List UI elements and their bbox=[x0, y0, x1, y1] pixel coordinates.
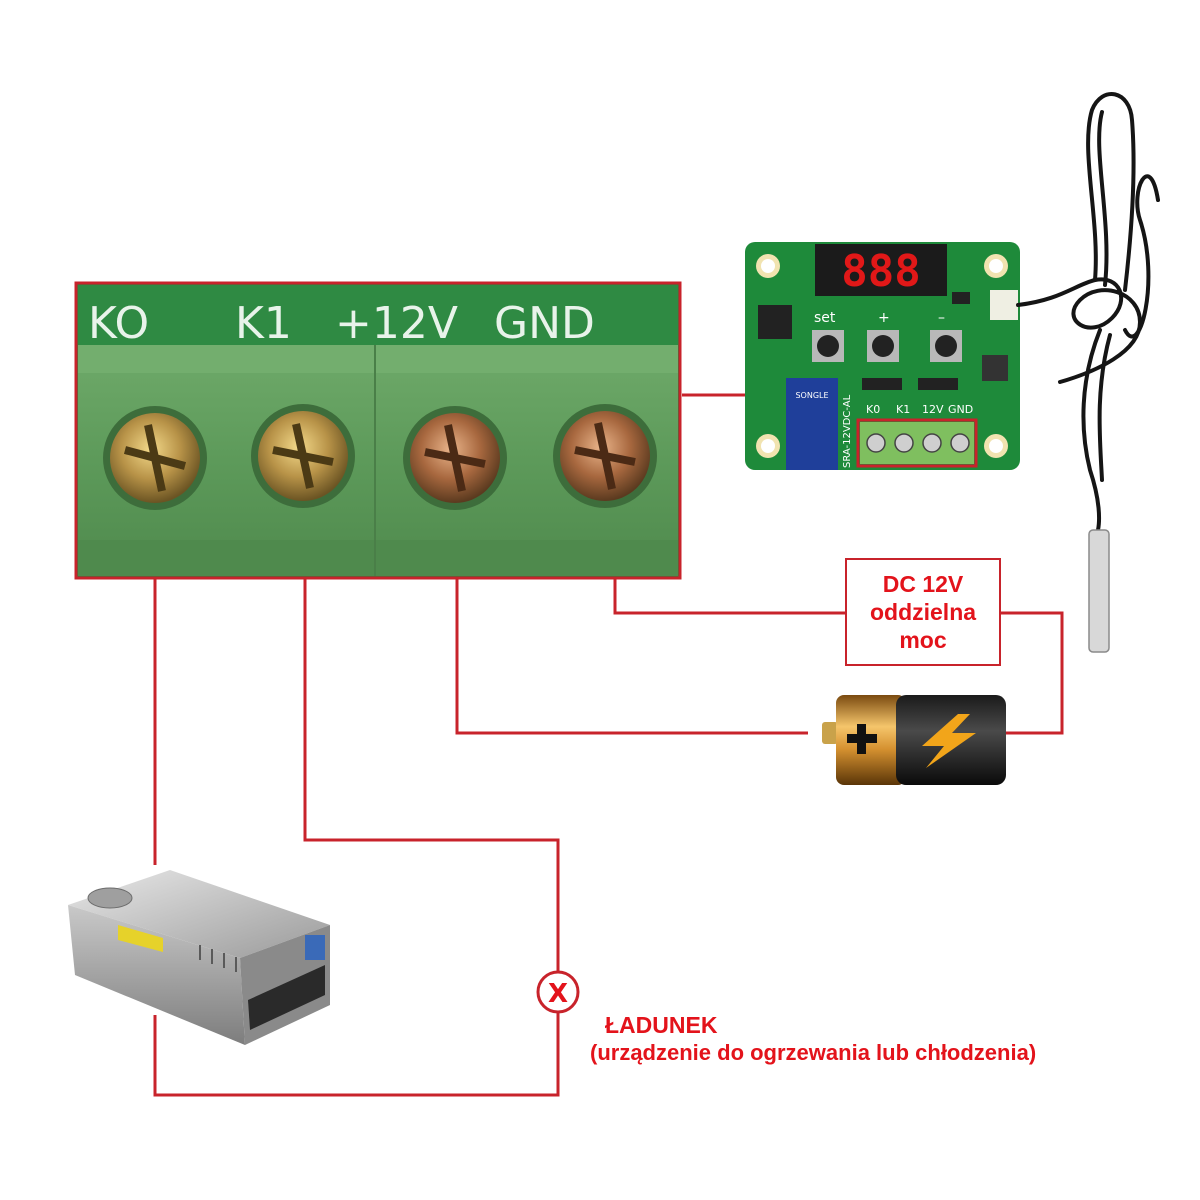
board-terminal-highlight bbox=[856, 418, 978, 468]
load-description: (urządzenie do ogrzewania lub chłodzenia… bbox=[590, 1040, 1037, 1065]
power-note-line1: DC 12V bbox=[882, 571, 964, 597]
thermostat-board-photo: 888 set + – SONGLE SRA-12VDC-AL K0 K1 12… bbox=[745, 242, 1020, 470]
load-title: ŁADUNEK bbox=[605, 1012, 718, 1038]
relay-model: SRA-12VDC-AL bbox=[842, 394, 853, 468]
board-btn-label-minus: – bbox=[938, 310, 945, 326]
wire-12v-to-battery bbox=[455, 518, 808, 735]
power-supply-photo bbox=[68, 870, 330, 1045]
screw-12v bbox=[403, 406, 507, 510]
screw-k1 bbox=[251, 404, 355, 508]
load-symbol-icon: X bbox=[536, 970, 580, 1014]
terminal-label-gnd: GND bbox=[494, 298, 595, 349]
power-note-line2: oddzielna bbox=[869, 599, 977, 625]
wire-note-to-battery bbox=[1001, 611, 1064, 735]
screw-gnd bbox=[553, 404, 657, 508]
board-buttons bbox=[812, 330, 962, 362]
wire-load-to-psu bbox=[153, 1012, 560, 1097]
terminal-block-photo: KO K1 +12V GND bbox=[74, 281, 682, 580]
board-btn-label-plus: + bbox=[878, 310, 890, 326]
board-terminal-gnd: GND bbox=[948, 403, 973, 416]
board-btn-label-set: set bbox=[814, 310, 836, 326]
board-display: 888 bbox=[841, 246, 920, 297]
board-terminal-k1: K1 bbox=[896, 403, 910, 416]
board-terminal-12v: 12V bbox=[922, 403, 944, 416]
wire-k1-to-load bbox=[303, 518, 560, 972]
power-note-line3: moc bbox=[899, 627, 947, 653]
screw-ko bbox=[103, 406, 207, 510]
terminal-label-k1: K1 bbox=[235, 298, 292, 349]
power-note-box: DC 12V oddzielna moc bbox=[845, 558, 1001, 666]
relay-brand: SONGLE bbox=[795, 391, 828, 400]
load-symbol: X bbox=[548, 979, 568, 1009]
temperature-probe bbox=[1016, 92, 1160, 653]
battery-icon bbox=[822, 695, 1006, 785]
board-terminal-k0: K0 bbox=[866, 403, 880, 416]
terminal-label-ko: KO bbox=[88, 298, 149, 349]
terminal-label-12v: +12V bbox=[335, 298, 458, 349]
